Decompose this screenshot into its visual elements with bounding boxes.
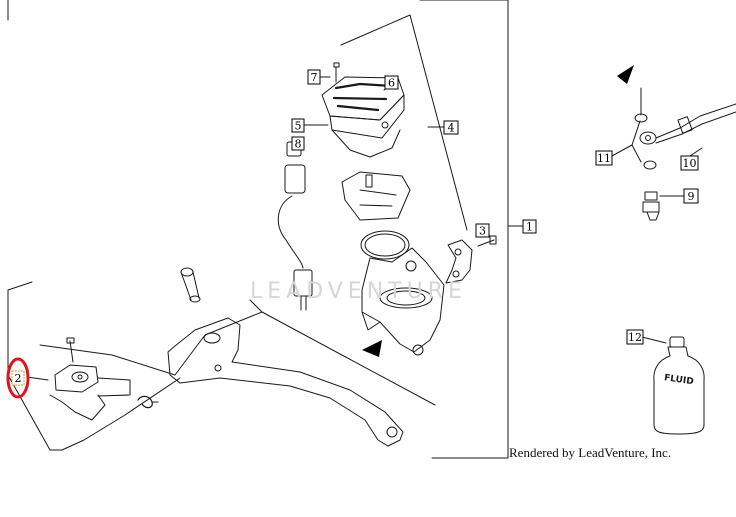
callouts: 1 2 3 4 5 6 7 8 <box>6 69 699 399</box>
lever-frame-lines <box>7 281 436 451</box>
watermark: LEADVENTURE <box>250 279 467 304</box>
callout-11-number: 11 <box>597 152 611 165</box>
render-credit: Rendered by LeadVenture, Inc. <box>509 445 672 460</box>
hose-fittings <box>634 87 736 221</box>
highlight-circle <box>6 357 30 399</box>
callout-8[interactable]: 8 <box>291 136 305 151</box>
arrow-marker-upper <box>617 65 634 84</box>
callout-12-number: 12 <box>628 331 642 344</box>
pivot-pin <box>180 267 201 303</box>
callout-7-number: 7 <box>311 71 318 84</box>
reservoir-cover <box>321 76 405 158</box>
callout-11[interactable]: 11 <box>595 150 613 166</box>
reservoir-body <box>341 171 411 260</box>
fluid-bottle <box>653 336 705 435</box>
callout-5-number: 5 <box>295 120 302 133</box>
screw-7 <box>333 62 340 83</box>
reservoir-frame-lines <box>340 14 468 231</box>
callout-2-number: 2 <box>15 372 22 385</box>
callout-1-number: 1 <box>526 221 533 234</box>
arrow-marker-lower <box>362 340 382 357</box>
master-cylinder <box>361 247 445 356</box>
assembly-frame-lines <box>7 0 523 459</box>
callout-2[interactable]: 2 <box>6 357 30 399</box>
callout-7[interactable]: 7 <box>307 69 321 85</box>
direction-arrows <box>362 65 634 357</box>
callout-6-number: 6 <box>388 77 395 90</box>
callout-3[interactable]: 3 <box>475 223 490 238</box>
callout-10[interactable]: 10 <box>680 155 699 171</box>
lever-adjuster <box>49 337 159 421</box>
callout-10-number: 10 <box>683 157 697 170</box>
fluid-bottle-label: FLUID <box>663 373 694 387</box>
clamp <box>445 239 473 284</box>
callout-6[interactable]: 6 <box>384 75 399 90</box>
callout-1[interactable]: 1 <box>522 219 537 234</box>
callout-9[interactable]: 9 <box>683 188 699 204</box>
brake-lever <box>167 317 404 447</box>
callout-9-number: 9 <box>688 190 695 203</box>
callout-5[interactable]: 5 <box>291 118 305 133</box>
callout-4-number: 4 <box>448 122 455 135</box>
callout-4[interactable]: 4 <box>443 120 459 135</box>
screw-3 <box>477 235 497 247</box>
callout-8-number: 8 <box>295 138 302 151</box>
callout-3-number: 3 <box>479 225 486 238</box>
callout-12[interactable]: 12 <box>626 329 644 345</box>
